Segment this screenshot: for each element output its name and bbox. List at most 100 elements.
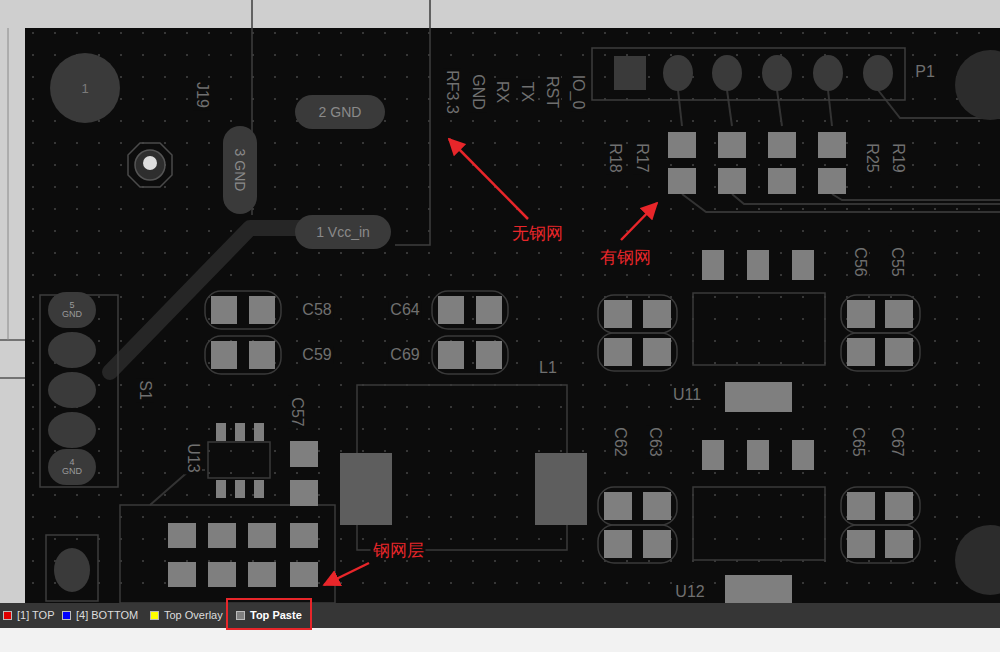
silk-label: J19 <box>193 80 211 110</box>
cap-outline <box>205 291 281 329</box>
paste-pad <box>643 530 671 558</box>
copper-trace <box>832 194 1000 200</box>
paste-pad <box>643 492 671 520</box>
oval-pad <box>54 548 90 592</box>
paste-pad <box>249 296 275 324</box>
paste-pad <box>438 341 464 369</box>
inductor-pad <box>340 453 392 525</box>
callout-arrow <box>324 563 369 585</box>
layer-swatch <box>150 611 159 620</box>
paste-pad <box>885 530 913 558</box>
oval-pad: 3 GND <box>223 126 257 214</box>
oval-pad: 1 Vcc_in <box>295 215 391 249</box>
paste-pad <box>847 300 875 328</box>
layer-tab: [1] TOP <box>3 606 55 625</box>
silk-label: C62 <box>611 425 629 458</box>
header-outline <box>592 48 905 100</box>
annotation-text: 钢网层 <box>371 541 426 560</box>
paste-pad <box>208 523 236 548</box>
highlight-box <box>227 599 311 629</box>
copper-trace <box>727 90 732 126</box>
silk-label: C63 <box>646 425 664 458</box>
via-outline <box>128 143 172 187</box>
paste-pad <box>438 296 464 324</box>
cap-outline <box>841 295 920 333</box>
oval-pad <box>48 372 96 408</box>
paste-pads <box>168 132 913 603</box>
copper-trace <box>150 470 205 505</box>
paste-pad <box>248 523 276 548</box>
silk-label: R25 <box>863 141 881 174</box>
oval-pad <box>48 332 96 368</box>
paste-pad <box>290 441 318 467</box>
connector-outline <box>46 535 98 601</box>
cap-outline <box>432 291 508 329</box>
paste-pad <box>847 338 875 366</box>
thin-traces <box>150 90 1000 505</box>
paste-pad <box>235 480 245 498</box>
paste-pad <box>725 382 792 412</box>
paste-pad <box>604 530 632 558</box>
paste-pad <box>643 300 671 328</box>
oval-pad <box>712 55 742 91</box>
layer-tab: Top Paste <box>236 606 302 625</box>
silk-label: U13 <box>184 441 202 474</box>
paste-pad <box>668 132 696 158</box>
cap-outline <box>841 333 920 371</box>
layer-swatch <box>236 611 245 620</box>
ic-outline <box>693 487 825 560</box>
layer-name: [1] TOP <box>17 610 55 621</box>
paste-pad <box>718 132 746 158</box>
silk-label: C64 <box>388 301 421 319</box>
paste-pad <box>235 423 245 441</box>
silk-label: IO_0 <box>569 73 587 112</box>
oval-pad: 2 GND <box>295 95 385 129</box>
frame-line <box>0 339 25 341</box>
annotation-text: 无钢网 <box>510 224 565 243</box>
annotation-text: 有钢网 <box>598 248 653 267</box>
board-outline <box>395 0 430 245</box>
copper-trace <box>678 90 682 126</box>
paste-pad <box>702 440 724 470</box>
mounting-pad <box>955 50 1000 120</box>
cap-outline <box>841 525 920 563</box>
via-hole <box>143 156 157 170</box>
paste-pad <box>216 480 226 498</box>
oval-pad <box>813 55 843 91</box>
round-pad: 1 <box>50 53 120 123</box>
ic-outline <box>208 442 270 478</box>
paste-pad <box>718 168 746 194</box>
silk-label: C57 <box>288 395 306 428</box>
paste-pad <box>604 338 632 366</box>
copper-trace <box>777 90 782 126</box>
paste-pad <box>818 132 846 158</box>
silk-label: U12 <box>673 583 706 601</box>
layer-tab: [4] BOTTOM <box>62 606 138 625</box>
layer-name: Top Paste <box>250 610 302 621</box>
layer-swatch <box>3 611 12 620</box>
paste-pad <box>290 562 318 587</box>
oval-pad: 4 GND <box>48 449 96 485</box>
silk-label: L1 <box>537 359 559 377</box>
copper-trace <box>682 194 1000 212</box>
paste-pad <box>847 530 875 558</box>
paste-pad <box>702 250 724 280</box>
paste-pad <box>792 440 814 470</box>
paste-pad <box>818 168 846 194</box>
paste-pad <box>604 300 632 328</box>
callout-arrow <box>621 203 657 240</box>
silk-label: C55 <box>888 245 906 278</box>
grid-dots <box>25 28 1000 603</box>
paste-pad <box>216 423 226 441</box>
silk-label: RX <box>493 79 511 105</box>
cap-outline <box>598 333 677 371</box>
silk-label: R19 <box>889 141 907 174</box>
silk-label: C67 <box>888 425 906 458</box>
square-pad <box>614 56 646 90</box>
oval-pad <box>762 55 792 91</box>
paste-pad <box>168 562 196 587</box>
silk-label: C65 <box>849 425 867 458</box>
paste-pad <box>254 423 264 441</box>
paste-pad <box>211 296 237 324</box>
